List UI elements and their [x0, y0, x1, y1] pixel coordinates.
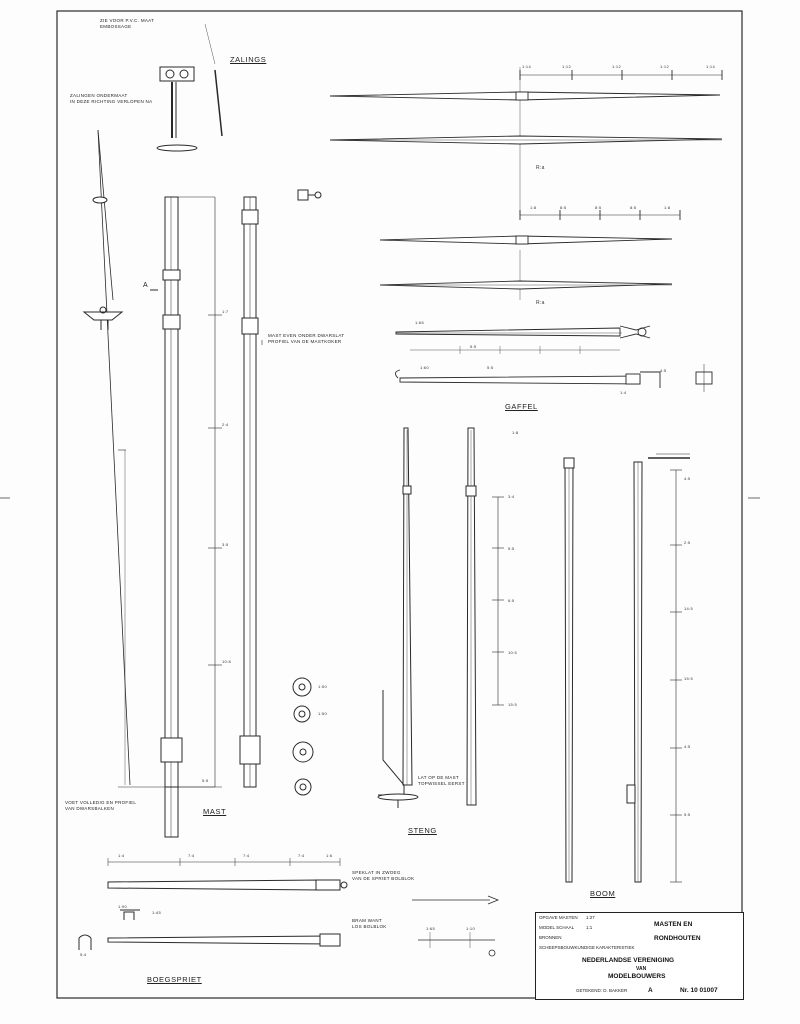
- mast-dim-2: 2:4: [222, 422, 229, 427]
- zaling-top-dim-2: 1:12: [562, 64, 571, 69]
- boom-spar-a: [563, 457, 575, 883]
- mast-dim-4: 10:8: [222, 659, 231, 664]
- boeg-detail-dim-3: 5:4: [80, 952, 87, 957]
- mast-dim-5: 5:5: [202, 778, 209, 783]
- zaling-mark-b: R:a: [536, 300, 545, 306]
- section-zalings: ZALINGS: [230, 55, 267, 64]
- boeg-dim-3: 7:4: [243, 853, 250, 858]
- boom-dim-1: 4:5: [684, 476, 691, 481]
- hardware-dim-1: 1:65: [426, 926, 435, 931]
- gaffel-dim-3: 5:5: [487, 365, 494, 370]
- corner-note: ZIE VOOR P.V.C. MAAT EMBOSSAGE: [100, 18, 155, 29]
- gaffel-dim-4: 4:5: [660, 368, 667, 373]
- tb-row3: BRONNEN: [539, 935, 562, 940]
- boeg-note-1: SPEKLAT IN ZWOEG VAN DE SPRIET BOLBLOK: [352, 870, 415, 881]
- zalings-note: ZALINGEN ONDERMAAT IN DEZE RICHTING VERL…: [70, 93, 153, 104]
- tb-row1a: OPGAVE MASTEN: [539, 915, 578, 920]
- boom-dim-2: 2:5: [684, 540, 691, 545]
- boegspriet-spar: [78, 858, 348, 950]
- section-mast: MAST: [203, 807, 227, 816]
- tb-row4: SCHEEPSBOUWKUNDIGE: [539, 945, 596, 950]
- steng-spar-a: [377, 427, 419, 808]
- boom-dim-4: 15:5: [684, 676, 693, 681]
- zaling-lower-dim-4: 8:5: [630, 205, 637, 210]
- tb-row2a: MODEL SCHAAL: [539, 925, 575, 930]
- block-label-2: 1:50: [318, 711, 327, 716]
- gaffel-dim-5: 5:5: [470, 344, 477, 349]
- steng-spar-b: [465, 427, 504, 806]
- section-boom: BOOM: [590, 889, 616, 898]
- hardware-dim-2: 1:10: [466, 926, 475, 931]
- block-label-1: 1:50: [318, 684, 327, 689]
- boom-spar-b: [626, 453, 690, 883]
- mast-dim-1: 1:7: [222, 309, 229, 314]
- tb-assoc-2: VAN: [636, 966, 647, 972]
- mast-foot-note: VOET VOLLEDIG EN PROFIEL VAN DWARSBALKEN: [65, 800, 137, 811]
- steng-dim-2: 5:5: [508, 546, 515, 551]
- zaling-upper: [329, 67, 723, 215]
- tb-row5: KARAKTERISTIEK: [596, 945, 635, 950]
- boeg-dim-4: 7:4: [298, 853, 305, 858]
- blocks-group: [292, 677, 314, 796]
- mast-dimension-line: [118, 196, 222, 788]
- drawing-border: [56, 10, 743, 999]
- tb-drawn: GETEKEND: D. BAKKER: [576, 988, 628, 993]
- tb-sheet: A: [648, 987, 653, 994]
- zaling-top-dim-3: 1:12: [612, 64, 621, 69]
- boeg-dim-1: 1:4: [118, 853, 125, 858]
- gaffel-dim-1: 1:66: [415, 320, 424, 325]
- boom-dim-3: 14:5: [684, 606, 693, 611]
- steng-dim-4: 10:5: [508, 650, 517, 655]
- section-steng: STENG: [408, 826, 437, 835]
- zaling-lower-dim-3: 8:5: [595, 205, 602, 210]
- steng-note: LAT OP DE MAST TOPWISSEL EERST: [418, 775, 465, 786]
- mast-note: MAST EVEN ONDER DWARSLAT PROFIEL VAN DE …: [268, 333, 345, 344]
- boom-dim-6: 5:5: [684, 812, 691, 817]
- steng-top-dim: 1:8: [512, 430, 519, 435]
- boom-dim-5: 4:5: [684, 744, 691, 749]
- mast-dim-3: 3:5: [222, 542, 229, 547]
- boeg-note-2: BRAM WANT LOS BOLBLOK: [352, 918, 387, 929]
- gaffel-dim-2: 1:60: [420, 365, 429, 370]
- steng-dim-5: 15:5: [508, 702, 517, 707]
- zaling-lower-dim-2: 8:5: [560, 205, 567, 210]
- gaffel-spar: [395, 325, 713, 392]
- gaffel-dim-6: 1:4: [620, 390, 627, 395]
- tb-row2b: 1:1: [586, 925, 593, 930]
- stay-line: [97, 129, 131, 786]
- boeg-detail-dim-2: 1:45: [152, 910, 161, 915]
- section-gaffel: GAFFEL: [505, 402, 538, 411]
- tb-title-2: RONDHOUTEN: [654, 935, 701, 942]
- tb-row1b: 1:27: [586, 915, 595, 920]
- title-block: OPGAVE MASTEN 1:27 MODEL SCHAAL 1:1 BRON…: [535, 912, 744, 1000]
- tb-assoc-1: NEDERLANDSE VERENIGING: [582, 957, 675, 964]
- zaling-mark-a: R:a: [536, 165, 545, 171]
- zaling-lower: [379, 210, 681, 300]
- zalings-detail: [156, 23, 223, 152]
- boeg-detail-dim-1: 1:90: [118, 904, 127, 909]
- zaling-lower-dim-5: 1:8: [664, 205, 671, 210]
- tb-assoc-3: MODELBOUWERS: [608, 973, 666, 980]
- section-boegspriet: BOEGSPRIET: [147, 975, 202, 984]
- small-hardware: [412, 895, 500, 957]
- boeg-dim-2: 7:4: [188, 853, 195, 858]
- steng-dim-1: 3:4: [508, 494, 515, 499]
- mast-ref-label: A: [143, 282, 148, 289]
- zaling-top-dim-4: 1:12: [660, 64, 669, 69]
- zaling-top-dim-5: 1:14: [706, 64, 715, 69]
- zaling-top-dim-1: 1:14: [522, 64, 531, 69]
- tb-number: Nr. 10 01007: [680, 987, 718, 994]
- mast-side: [239, 196, 263, 788]
- boeg-dim-5: 1:6: [326, 853, 333, 858]
- crosstree-fitting: [82, 311, 124, 321]
- zaling-lower-dim-1: 1:8: [530, 205, 537, 210]
- tb-title-1: MASTEN EN: [654, 921, 693, 928]
- mast-main: [150, 196, 183, 838]
- steng-dim-3: 6:5: [508, 598, 515, 603]
